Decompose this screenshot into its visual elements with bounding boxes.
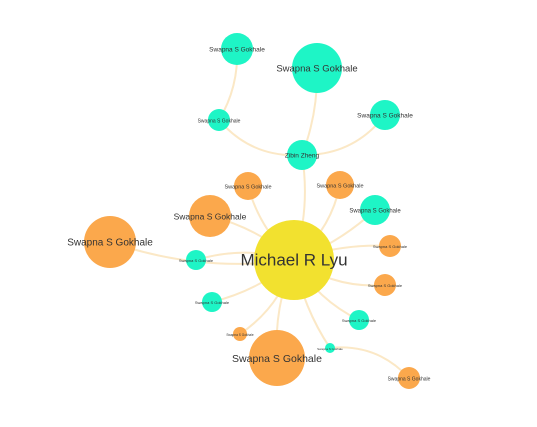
node-circle[interactable] <box>379 235 401 257</box>
node-circle[interactable] <box>398 367 420 389</box>
node-circle[interactable] <box>287 140 317 170</box>
coauthor-node[interactable]: Swapna S Gokhale <box>232 330 322 386</box>
node-circle[interactable] <box>249 330 305 386</box>
coauthor-node[interactable]: Swapna S Gokhale <box>174 195 247 237</box>
coauthor-node[interactable]: Zibin Zheng <box>285 140 320 170</box>
node-circle[interactable] <box>349 310 369 330</box>
node-circle[interactable] <box>292 43 342 93</box>
node-circle[interactable] <box>234 172 262 200</box>
coauthor-node[interactable]: Swapna S Gokhale <box>198 109 241 131</box>
node-circle[interactable] <box>374 274 396 296</box>
node-circle[interactable] <box>221 33 253 65</box>
node-label: Swapna S Gokhale <box>174 211 247 221</box>
node-circle[interactable] <box>202 292 222 312</box>
coauthor-node[interactable]: Swapna S Gokhale <box>224 172 272 200</box>
node-label: Swapna S Gokhale <box>224 184 271 190</box>
node-label: Swapna S Gokhale <box>179 258 214 263</box>
node-label: Swapna S Gokhale <box>67 238 153 249</box>
node-label: Swapna S Gokhale <box>195 300 230 305</box>
node-circle[interactable] <box>370 100 400 130</box>
coauthor-node[interactable]: Swapna S Gokhale <box>342 310 377 330</box>
node-circle[interactable] <box>254 220 334 300</box>
coauthor-node[interactable]: Swapna S Gokhale <box>226 327 254 341</box>
node-label: Swapna S Gokhale <box>209 47 265 54</box>
coauthor-node[interactable]: Swapna S Gokhale <box>179 250 214 270</box>
node-label: Swapna S Gokhale <box>198 118 241 124</box>
node-circle[interactable] <box>360 195 390 225</box>
coauthor-node[interactable]: Swapna S Gokhale <box>368 274 403 296</box>
node-label: Swapna S Gokhale <box>388 376 431 382</box>
coauthor-node[interactable]: Swapna S Gokhale <box>209 33 265 65</box>
node-label: Swapna S Gokhale <box>357 113 413 120</box>
coauthor-node[interactable]: Swapna S Gokhale <box>388 367 431 389</box>
node-circle[interactable] <box>208 109 230 131</box>
node-label: Swapna S Gokhale <box>226 333 254 337</box>
node-label: Swapna S Gokhale <box>368 283 403 288</box>
node-circle[interactable] <box>189 195 231 237</box>
node-label: Swapna S Gokhale <box>342 318 377 323</box>
node-label: Swapna S Gokhale <box>316 183 363 189</box>
node-label: Swapna S Gokhale <box>373 244 408 249</box>
coauthor-node[interactable]: Swapna S Gokhale <box>357 100 413 130</box>
node-label: Swapna S Gokhale <box>232 353 322 365</box>
node-circle[interactable] <box>186 250 206 270</box>
graph-edge <box>329 346 410 379</box>
coauthor-node[interactable]: Swapna S Gokhale <box>373 235 408 257</box>
node-label: Zibin Zheng <box>285 153 320 160</box>
node-label: Michael R Lyu <box>240 250 347 269</box>
node-circle[interactable] <box>326 171 354 199</box>
coauthor-node[interactable]: Swapna S Gokhale <box>276 43 358 93</box>
node-circle[interactable] <box>233 327 247 341</box>
node-label: Swapna S Gokhale <box>276 64 357 75</box>
node-circle[interactable] <box>84 216 136 268</box>
coauthor-node[interactable]: Swapna S Gokhale <box>316 171 364 199</box>
coauthor-node[interactable]: Swapna S Gokhale <box>317 343 343 353</box>
node-label: Swapna S Gokhale <box>317 347 343 351</box>
center-author-node[interactable]: Michael R Lyu <box>240 220 348 300</box>
coauthor-node[interactable]: Swapna S Gokhale <box>349 195 401 225</box>
node-label: Swapna S Gokhale <box>349 209 401 215</box>
node-circle[interactable] <box>325 343 335 353</box>
coauthor-node[interactable]: Swapna S Gokhale <box>195 292 230 312</box>
coauthor-node[interactable]: Swapna S Gokhale <box>67 216 153 268</box>
